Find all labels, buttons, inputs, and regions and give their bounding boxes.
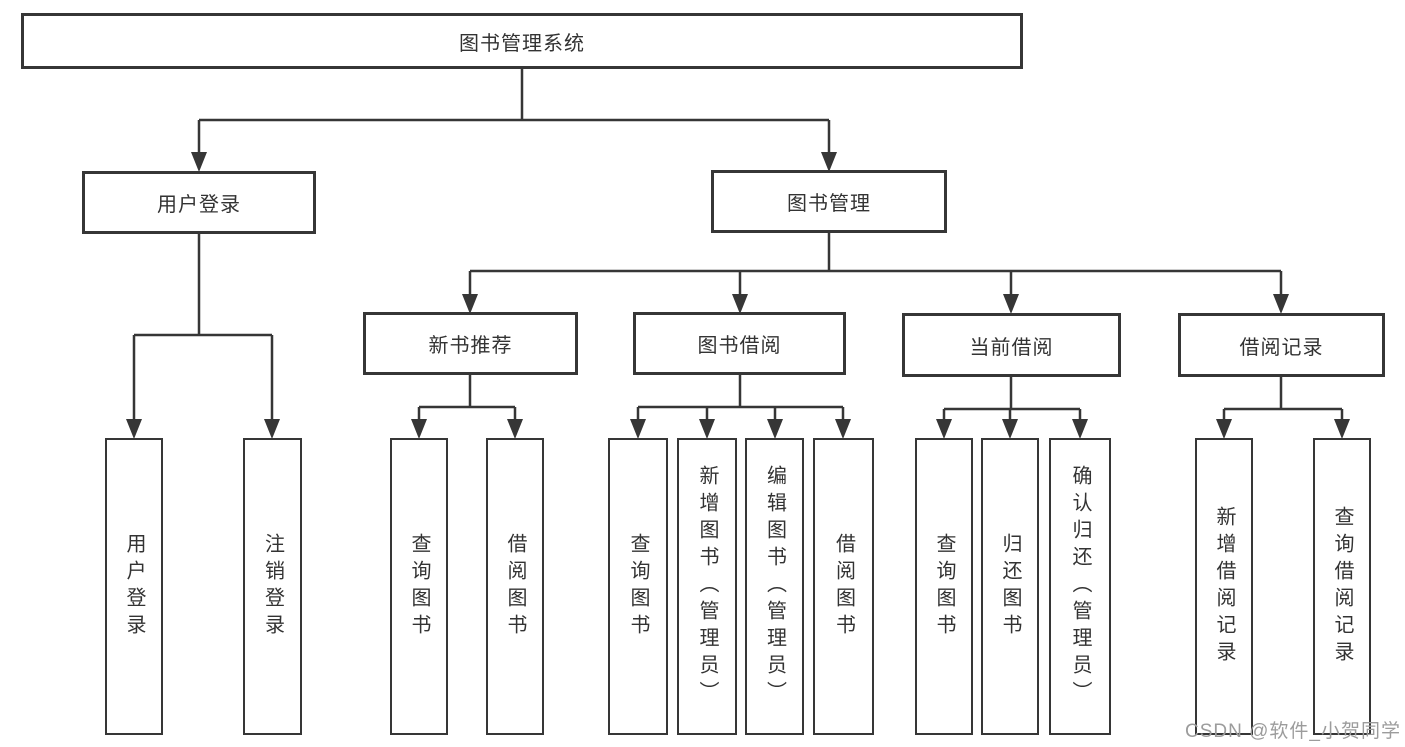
leaf-query-books-current-label: 查询图书 (933, 532, 955, 641)
node-user-login: 用户登录 (82, 171, 316, 234)
leaf-return-books: 归还图书 (981, 438, 1039, 735)
node-root-library-system: 图书管理系统 (21, 13, 1023, 69)
leaf-user-login-label: 用户登录 (123, 532, 145, 641)
leaf-query-books-recommend-label: 查询图书 (408, 532, 430, 641)
leaf-add-books-admin: 新增图书（管理员） (677, 438, 737, 735)
leaf-borrow-books-label: 借阅图书 (832, 532, 855, 641)
node-current-borrow-label: 当前借阅 (969, 336, 1054, 359)
leaf-query-books-recommend: 查询图书 (390, 438, 448, 735)
leaf-return-books-label: 归还图书 (999, 532, 1021, 641)
leaf-edit-books-admin-label: 编辑图书（管理员） (763, 465, 786, 708)
node-book-borrow-label: 图书借阅 (697, 335, 782, 357)
leaf-add-borrow-record-label: 新增借阅记录 (1213, 505, 1235, 668)
leaf-query-borrow-record: 查询借阅记录 (1313, 438, 1371, 735)
leaf-confirm-return-admin-label: 确认归还（管理员） (1069, 465, 1091, 708)
node-current-borrow: 当前借阅 (902, 313, 1121, 377)
leaf-query-books-borrow-label: 查询图书 (627, 532, 649, 641)
leaf-confirm-return-admin: 确认归还（管理员） (1049, 438, 1111, 735)
node-book-management: 图书管理 (711, 170, 947, 233)
node-new-book-recommend-label: 新书推荐 (428, 335, 513, 357)
leaf-logout-label: 注销登录 (261, 532, 284, 641)
node-book-borrow: 图书借阅 (633, 312, 846, 375)
csdn-watermark: CSDN @软件_小贺同学 (1185, 721, 1401, 742)
node-borrow-records: 借阅记录 (1178, 313, 1385, 377)
node-new-book-recommend: 新书推荐 (363, 312, 578, 375)
node-root-label: 图书管理系统 (459, 32, 585, 55)
leaf-user-login: 用户登录 (105, 438, 163, 735)
leaf-query-books-borrow: 查询图书 (608, 438, 668, 735)
node-borrow-records-label: 借阅记录 (1239, 336, 1324, 359)
leaf-edit-books-admin: 编辑图书（管理员） (745, 438, 804, 735)
leaf-borrow-books: 借阅图书 (813, 438, 874, 735)
node-user-login-label: 用户登录 (157, 194, 241, 216)
leaf-add-books-admin-label: 新增图书（管理员） (696, 465, 718, 708)
leaf-borrow-books-recommend: 借阅图书 (486, 438, 544, 735)
leaf-query-books-current: 查询图书 (915, 438, 973, 735)
leaf-add-borrow-record: 新增借阅记录 (1195, 438, 1253, 735)
node-book-management-label: 图书管理 (787, 193, 871, 215)
leaf-query-borrow-record-label: 查询借阅记录 (1331, 505, 1353, 668)
leaf-borrow-books-recommend-label: 借阅图书 (504, 532, 526, 641)
leaf-logout: 注销登录 (243, 438, 302, 735)
